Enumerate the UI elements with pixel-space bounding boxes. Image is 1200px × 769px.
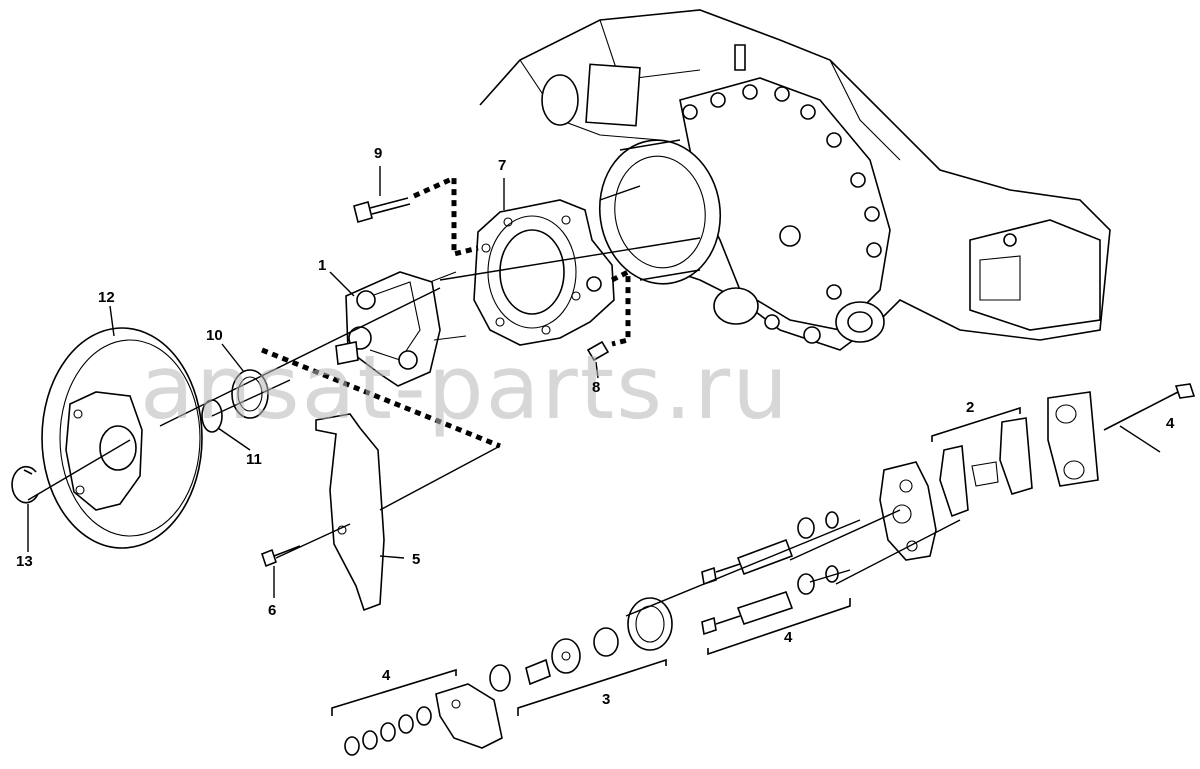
- callout-4-lower: 4: [784, 629, 793, 646]
- callout-5: 5: [412, 551, 420, 568]
- part-7-bracket-plate: [473, 199, 615, 346]
- group-brackets: [331, 406, 1021, 716]
- part-8-pin: [586, 340, 610, 362]
- callout-7: 7: [498, 157, 506, 174]
- part-5-bracket: [315, 413, 385, 612]
- part-4-caliper-half: [1047, 383, 1196, 487]
- part-13-circlip: [11, 465, 39, 504]
- part-6-bolt: [261, 545, 301, 568]
- callout-3: 3: [602, 691, 610, 708]
- part-12-brake-disc: [41, 327, 203, 549]
- callout-8: 8: [592, 379, 600, 396]
- watermark: ansat-parts.ru: [140, 336, 790, 439]
- part-caliper-body: [879, 461, 937, 561]
- axle-housing: [479, 9, 1111, 351]
- callouts: 1 2 3 4 4 4 5 6 7 8 9 10 11 12 13: [16, 145, 1175, 708]
- part-4-lower-hardware: [344, 683, 503, 756]
- callout-6: 6: [268, 602, 276, 619]
- part-9-bolt: [353, 197, 411, 223]
- callout-13: 13: [16, 553, 33, 570]
- leader-lines: [27, 166, 1161, 598]
- axis-lines: [27, 185, 961, 617]
- dashed-assembly-lines: [261, 174, 631, 449]
- callout-4-right: 4: [1166, 415, 1175, 432]
- part-4-piston-row-lower: [701, 565, 839, 636]
- callout-9: 9: [374, 145, 382, 162]
- callout-12: 12: [98, 289, 115, 306]
- callout-10: 10: [206, 327, 223, 344]
- callout-2: 2: [966, 399, 974, 416]
- callout-1: 1: [318, 257, 326, 274]
- part-3-adjuster-assembly: [489, 597, 673, 692]
- callout-4-left: 4: [382, 667, 391, 684]
- part-2-brake-pads: [939, 417, 1033, 518]
- callout-11: 11: [246, 451, 262, 468]
